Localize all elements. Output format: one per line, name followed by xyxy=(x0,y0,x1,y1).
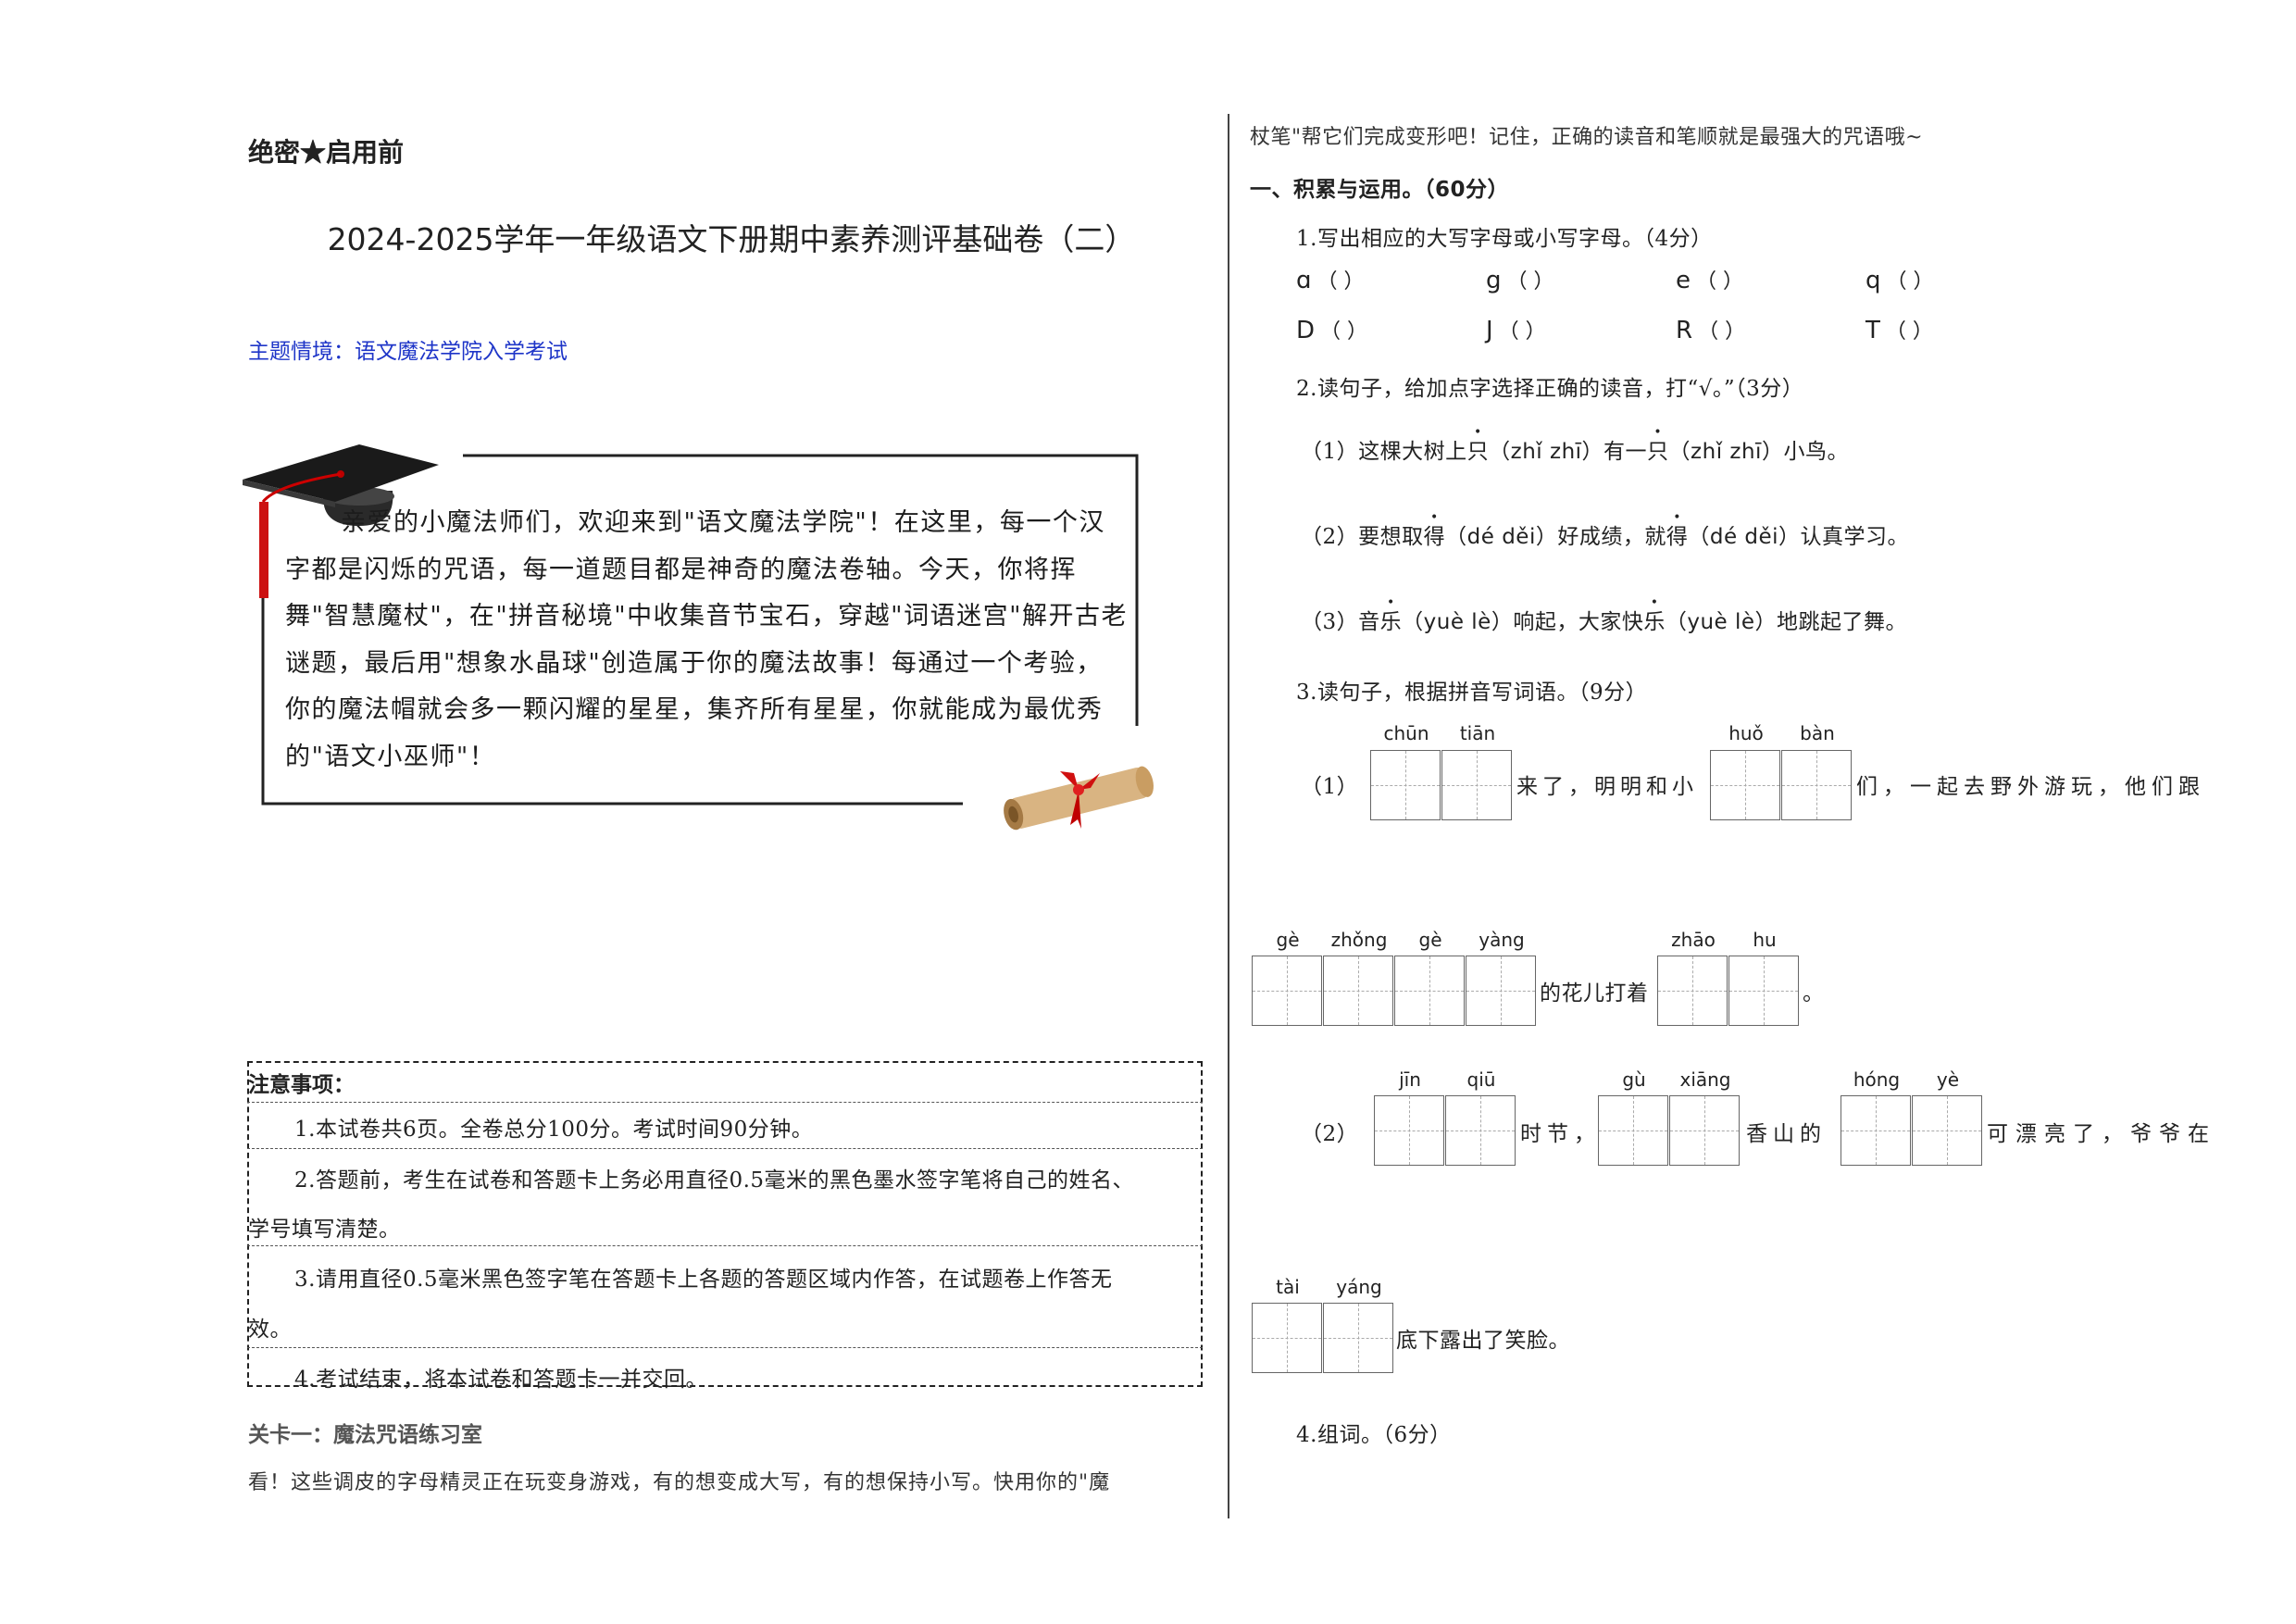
writing-grid-box[interactable] xyxy=(1781,750,1852,820)
q3-text: 们，一起去野外游玩，他们跟 xyxy=(1856,775,2205,799)
pinyin-label: huǒ xyxy=(1728,722,1764,744)
intro-frame xyxy=(261,454,1139,806)
q2-sentence: （1）这棵大树上只（zhǐ zhī）有一只（zhǐ zhī）小鸟。 xyxy=(1301,433,1849,465)
pinyin-label: tiān xyxy=(1459,722,1496,744)
pinyin-label: hu xyxy=(1753,929,1777,951)
writing-grid-box[interactable] xyxy=(1374,1095,1444,1166)
writing-grid-box[interactable] xyxy=(1710,750,1780,820)
q1-item: e（ ） xyxy=(1676,267,1743,294)
graduation-cap-icon xyxy=(243,444,439,598)
q1-item: g（ ） xyxy=(1486,267,1554,294)
notice-title: 注意事项： xyxy=(248,1072,355,1097)
pinyin-label: qiū xyxy=(1466,1068,1496,1091)
writing-grid-box[interactable] xyxy=(1598,1095,1668,1166)
writing-grid-box[interactable] xyxy=(1669,1095,1740,1166)
q2-sentence: （2）要想取得（dé děi）好成绩，就得（dé děi）认真学习。 xyxy=(1301,518,1909,550)
q1-title: 1.写出相应的大写字母或小写字母。（4分） xyxy=(1296,227,1713,251)
writing-grid-box[interactable] xyxy=(1657,956,1728,1026)
pinyin-label: zhāo xyxy=(1671,929,1716,951)
notice-item: 学号填写清楚。 xyxy=(248,1218,401,1242)
writing-grid-box[interactable] xyxy=(1841,1095,1911,1166)
writing-grid-box[interactable] xyxy=(1441,750,1512,820)
q1-item: T（ ） xyxy=(1866,317,1933,344)
pinyin-label: gè xyxy=(1276,929,1300,951)
pinyin-label: zhǒng xyxy=(1330,929,1388,951)
column-divider xyxy=(1228,114,1229,1518)
pinyin-label: hóng xyxy=(1853,1068,1901,1091)
q3-item-number: （2） xyxy=(1301,1122,1359,1146)
notice-item: 1.本试卷共6页。全卷总分100分。考试时间90分钟。 xyxy=(294,1118,814,1142)
writing-grid-box[interactable] xyxy=(1912,1095,1982,1166)
notice-separator xyxy=(247,1245,1203,1246)
q3-text: 底下露出了笑脸。 xyxy=(1396,1329,1570,1353)
q3-text: 来了，明明和小 xyxy=(1516,775,1698,799)
q2-sentence: （3）音乐（yuè lè）响起，大家快乐（yuè lè）地跳起了舞。 xyxy=(1301,604,1907,635)
q3-item-number: （1） xyxy=(1301,775,1359,799)
pinyin-label: yè xyxy=(1936,1068,1960,1091)
q2-title: 2.读句子，给加点字选择正确的读音，打“√。”（3分） xyxy=(1296,377,1804,401)
writing-grid-box[interactable] xyxy=(1445,1095,1516,1166)
q3-text: 的花儿打着 xyxy=(1540,981,1649,1006)
q3-title: 3.读句子，根据拼音写词语。（9分） xyxy=(1296,681,1648,705)
q1-item: R（ ） xyxy=(1676,317,1746,344)
notice-item: 效。 xyxy=(248,1318,292,1342)
writing-grid-box[interactable] xyxy=(1370,750,1441,820)
pinyin-label: gè xyxy=(1418,929,1442,951)
theme-label: 主题情境：语文魔法学院入学考试 xyxy=(248,340,568,364)
pinyin-label: jīn xyxy=(1399,1068,1421,1091)
pinyin-label: tài xyxy=(1276,1276,1300,1298)
q3-text: 香山的 xyxy=(1746,1122,1827,1146)
notice-item: 4.考试结束，将本试卷和答题卡一并交回。 xyxy=(294,1368,707,1392)
confidential-label: 绝密★启用前 xyxy=(248,137,405,168)
level1-title: 关卡一：魔法咒语练习室 xyxy=(248,1423,482,1447)
q1-item: J（ ） xyxy=(1486,317,1546,344)
intro-paragraph: 亲爱的小魔法师们，欢迎来到"语文魔法学院"！在这里，每一个汉字都是闪烁的咒语，每… xyxy=(285,508,1129,771)
writing-grid-box[interactable] xyxy=(1323,1303,1393,1373)
section1-heading: 一、积累与运用。（60分） xyxy=(1250,178,1510,202)
writing-grid-box[interactable] xyxy=(1394,956,1465,1026)
level1-text-continuation: 杖笔"帮它们完成变形吧！记住，正确的读音和笔顺就是最强大的咒语哦~ xyxy=(1250,126,1924,149)
notice-item: 2.答题前，考生在试卷和答题卡上务必用直径0.5毫米的黑色墨水签字笔将自己的姓名… xyxy=(294,1168,1135,1193)
q3-text: 可漂亮了，爷爷在 xyxy=(1987,1122,2216,1146)
page-title: 2024-2025学年一年级语文下册期中素养测评基础卷（二） xyxy=(327,221,1136,257)
pinyin-label: xiāng xyxy=(1679,1068,1731,1091)
notice-separator xyxy=(247,1102,1203,1103)
notice-box xyxy=(247,1061,1203,1387)
q3-text: 。 xyxy=(1803,981,1825,1006)
notice-separator xyxy=(247,1347,1203,1348)
q4-title: 4.组词。（6分） xyxy=(1296,1423,1452,1447)
notice-item: 3.请用直径0.5毫米黑色签字笔在答题卡上各题的答题区域内作答，在试题卷上作答无 xyxy=(294,1268,1113,1292)
q1-item: ɑ（ ） xyxy=(1296,267,1365,294)
pinyin-label: yáng xyxy=(1336,1276,1382,1298)
pinyin-label: chūn xyxy=(1383,722,1429,744)
pinyin-label: gù xyxy=(1622,1068,1646,1091)
q3-text: 时节， xyxy=(1520,1122,1601,1146)
writing-grid-box[interactable] xyxy=(1466,956,1536,1026)
pinyin-label: yàng xyxy=(1479,929,1525,951)
level1-text: 看！这些调皮的字母精灵正在玩变身游戏，有的想变成大写，有的想保持小写。快用你的"… xyxy=(248,1471,1111,1494)
pinyin-label: bàn xyxy=(1800,722,1835,744)
notice-separator xyxy=(247,1148,1203,1149)
writing-grid-box[interactable] xyxy=(1252,1303,1322,1373)
writing-grid-box[interactable] xyxy=(1323,956,1393,1026)
writing-grid-box[interactable] xyxy=(1252,956,1322,1026)
q1-item: D（ ） xyxy=(1296,317,1368,344)
diploma-scroll-icon xyxy=(1004,766,1154,831)
writing-grid-box[interactable] xyxy=(1728,956,1799,1026)
q1-item: q（ ） xyxy=(1866,267,1934,294)
